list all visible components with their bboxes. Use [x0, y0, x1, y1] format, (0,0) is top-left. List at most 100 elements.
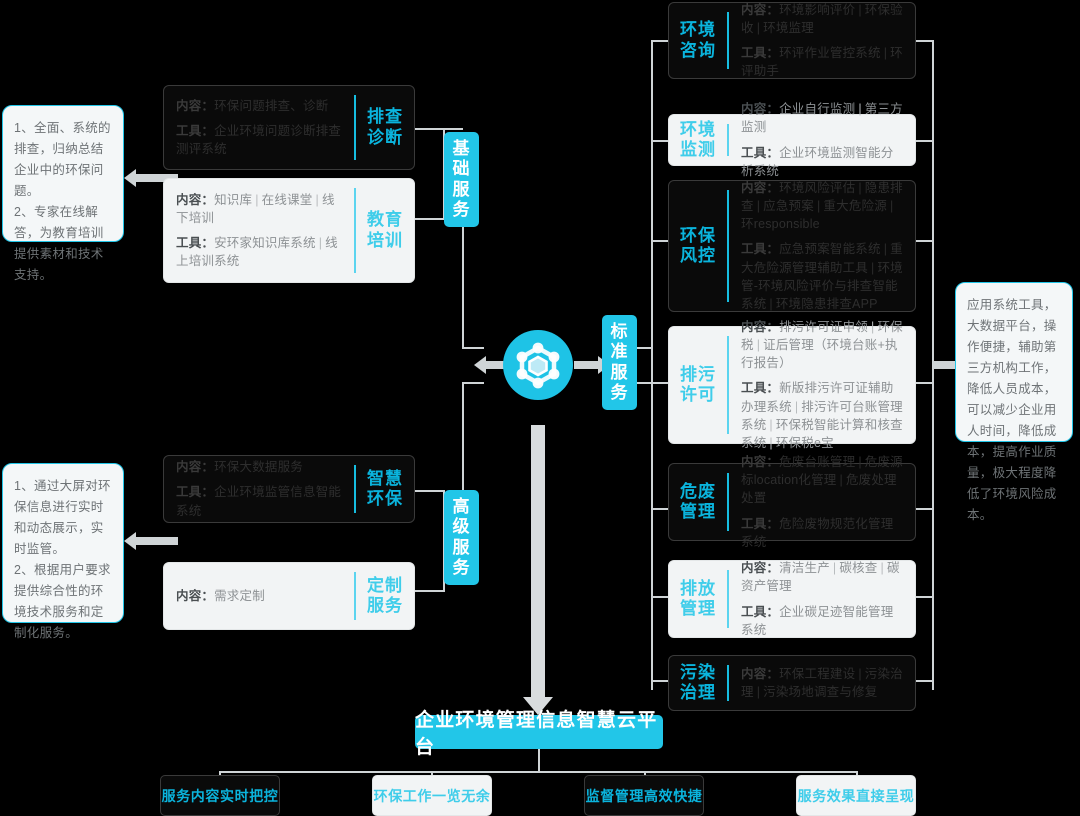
content-label: 内容：	[741, 455, 780, 470]
card-divider	[354, 188, 356, 273]
card-paiwu-xuke[interactable]: 排污 许可 内容：排污许可证申领|环保税|证后管理（环境台账+执行报告） 工具：…	[668, 320, 916, 450]
card-content-row: 内容：清洁生产|碳核查|碳资产管理	[741, 559, 903, 595]
connector-rcr-5	[915, 508, 933, 510]
card-title: 排查 诊断	[367, 107, 403, 147]
card-content-row: 内容：环保工程建设|污染治理|污染场地调查与修复	[741, 665, 903, 701]
card-title: 环境 监测	[680, 119, 716, 159]
card-title: 定制 服务	[367, 575, 403, 615]
platform-bar[interactable]: 企业环境管理信息智慧云平台	[415, 710, 663, 758]
pill-basic-service[interactable]: 基础 服务	[444, 132, 479, 227]
connector-rc-5	[651, 508, 669, 510]
card-body: 内容：环保工程建设|污染治理|污染场地调查与修复	[729, 655, 915, 711]
content-value: 环境风险评估|隐患排查|应急预案|重大危险源|环responsible	[741, 181, 903, 232]
card-title: 智慧 环保	[367, 468, 403, 508]
note-left-top-text: 1、全面、系统的排查，归纳总结企业中的环保问题。 2、专家在线解答，为教育培训提…	[14, 121, 111, 282]
card-huanjing-jiance[interactable]: 环境 监测 内容：企业自行监测|第三方监测 工具：企业环境监测智能分析系统	[668, 102, 916, 178]
card-content-row: 内容：环保大数据服务	[176, 458, 342, 476]
tool-value: 安环家知识库系统|线上培训系统	[176, 236, 338, 269]
connector-card1-out	[415, 128, 445, 130]
arrow-hub-right-bar	[574, 361, 600, 369]
connector-outcome-rail	[219, 771, 857, 773]
connector-adv-hub	[462, 382, 484, 384]
arrow-left-top	[124, 169, 136, 187]
card-content-row: 内容：环境风险评估|隐患排查|应急预案|重大危险源|环responsible	[741, 179, 903, 233]
card-title: 环境 咨询	[680, 20, 716, 60]
card-paicha-zhenduan[interactable]: 内容：环保问题排查、诊断 工具：企业环境问题诊断排查测评系统 排查 诊断	[163, 85, 415, 170]
connector-card2-out	[415, 218, 445, 220]
arrow-down-platform	[523, 425, 553, 715]
content-label: 内容：	[741, 181, 780, 196]
note-right: 应用系统工具，大数据平台，操作便捷，辅助第三方机构工作，降低人员成本，可以减少企…	[955, 282, 1073, 522]
tool-label: 工具：	[741, 604, 780, 619]
pill-advanced-service[interactable]: 高级 服务	[444, 490, 479, 585]
outcome-box-2[interactable]: 环保工作一览无余	[372, 775, 492, 816]
card-body: 内容：清洁生产|碳核查|碳资产管理 工具：企业碳足迹智能管理系统	[729, 549, 915, 649]
card-content-row: 内容：危废台账管理|危废源标location化管理|危废处理处置	[741, 453, 903, 507]
connector-right-spine	[651, 40, 653, 690]
content-label: 内容：	[741, 320, 780, 335]
tool-value: 企业环境监管信息智能系统	[176, 485, 342, 518]
note-left-bottom: 1、通过大屏对环保信息进行实时和动态展示，实时监管。 2、根据用户要求提供综合性…	[2, 463, 124, 640]
tool-value: 企业环境问题诊断排查测评系统	[176, 123, 342, 157]
connector-basic-down	[462, 227, 464, 347]
outcome-box-4[interactable]: 服务效果直接呈现	[796, 775, 916, 816]
arrow-right-note-bar	[932, 361, 958, 369]
card-title: 环保 风控	[680, 225, 716, 265]
connector-rc-3	[651, 240, 669, 242]
card-content-row: 内容：环保问题排查、诊断	[176, 97, 342, 115]
card-dingzhi-fuwu[interactable]: 内容：需求定制 定制 服务	[163, 562, 415, 630]
hexagon-network-icon[interactable]	[503, 330, 573, 400]
tool-label: 工具：	[741, 145, 780, 160]
card-huanbao-fengkong[interactable]: 环保 风控 内容：环境风险评估|隐患排查|应急预案|重大危险源|环respons…	[668, 180, 916, 312]
tool-label: 工具：	[741, 46, 780, 60]
tool-label: 工具：	[176, 485, 215, 500]
content-label: 内容：	[741, 102, 780, 117]
content-value: 企业自行监测|第三方监测	[741, 102, 903, 135]
connector-std-in	[636, 347, 652, 349]
connector-rcr-2	[915, 140, 933, 142]
content-value: 知识库|在线课堂|线下培训	[176, 192, 335, 225]
tool-value: 应急预案智能系统|重大危险源管理辅助工具|环境管-环境风险评价与排查智能系统|环…	[741, 242, 903, 311]
connector-left-bot-b	[415, 590, 445, 592]
card-body: 内容：环境影响评价|环保验收|环境监理 工具：环评作业管控系统|环评助手	[729, 0, 915, 90]
note-right-text: 应用系统工具，大数据平台，操作便捷，辅助第三方机构工作，降低人员成本，可以减少企…	[967, 298, 1057, 522]
tool-value: 环评作业管控系统|环评助手	[741, 46, 903, 79]
card-divider	[727, 570, 729, 628]
tool-value: 企业碳足迹智能管理系统	[741, 604, 894, 637]
connector-rc-1	[651, 40, 669, 42]
card-huanjing-zixun[interactable]: 环境 咨询 内容：环境影响评价|环保验收|环境监理 工具：环评作业管控系统|环评…	[668, 2, 916, 79]
connector-rcr-4	[915, 382, 933, 384]
card-zhihui-huanbao[interactable]: 内容：环保大数据服务 工具：企业环境监管信息智能系统 智慧 环保	[163, 455, 415, 523]
card-jiaoyu-peixun[interactable]: 内容：知识库|在线课堂|线下培训 工具：安环家知识库系统|线上培训系统 教育 培…	[163, 178, 415, 283]
pill-standard-service[interactable]: 标准 服务	[602, 315, 637, 410]
tool-label: 工具：	[741, 516, 780, 531]
card-wuran-zhili[interactable]: 污染 治理 内容：环保工程建设|污染治理|污染场地调查与修复	[668, 655, 916, 711]
note-left-bottom-text: 1、通过大屏对环保信息进行实时和动态展示，实时监管。 2、根据用户要求提供综合性…	[14, 479, 111, 640]
connector-basic-hub	[462, 347, 484, 349]
arrow-left-bot-bar	[136, 537, 178, 545]
content-value: 环境影响评价|环保验收|环境监理	[741, 2, 903, 35]
card-tool-row: 工具：危险废物规范化管理系统	[741, 515, 903, 551]
card-body: 内容：知识库|在线课堂|线下培训 工具：安环家知识库系统|线上培训系统	[164, 181, 354, 281]
content-value: 环保大数据服务	[214, 460, 304, 475]
card-divider	[354, 572, 356, 620]
card-paifang-guanli[interactable]: 排放 管理 内容：清洁生产|碳核查|碳资产管理 工具：企业碳足迹智能管理系统	[668, 560, 916, 638]
outcome-box-1[interactable]: 服务内容实时把控	[160, 775, 280, 816]
content-value: 环保工程建设|污染治理|污染场地调查与修复	[741, 666, 903, 699]
tool-value: 新版排污许可证辅助办理系统|排污许可台账管理系统|环保税智能计算和核查系统|环保…	[741, 381, 903, 450]
card-tool-row: 工具：应急预案智能系统|重大危险源管理辅助工具|环境管-环境风险评价与排查智能系…	[741, 240, 903, 313]
card-body: 内容：危废台账管理|危废源标location化管理|危废处理处置 工具：危险废物…	[729, 443, 915, 561]
content-label: 内容：	[176, 460, 215, 475]
card-body: 内容：环境风险评估|隐患排查|应急预案|重大危险源|环responsible 工…	[729, 169, 915, 323]
content-label: 内容：	[741, 666, 780, 681]
card-tool-row: 工具：新版排污许可证辅助办理系统|排污许可台账管理系统|环保税智能计算和核查系统…	[741, 379, 903, 452]
card-title: 危废 管理	[680, 481, 716, 521]
arrow-hub-left	[474, 356, 486, 374]
content-value: 清洁生产|碳核查|碳资产管理	[741, 561, 900, 594]
card-weifei-guanli[interactable]: 危废 管理 内容：危废台账管理|危废源标location化管理|危废处理处置 工…	[668, 455, 916, 549]
connector-rc-4	[651, 382, 669, 384]
content-value: 需求定制	[214, 588, 265, 603]
outcome-box-3[interactable]: 监督管理高效快捷	[584, 775, 704, 816]
content-label: 内容：	[176, 98, 215, 113]
